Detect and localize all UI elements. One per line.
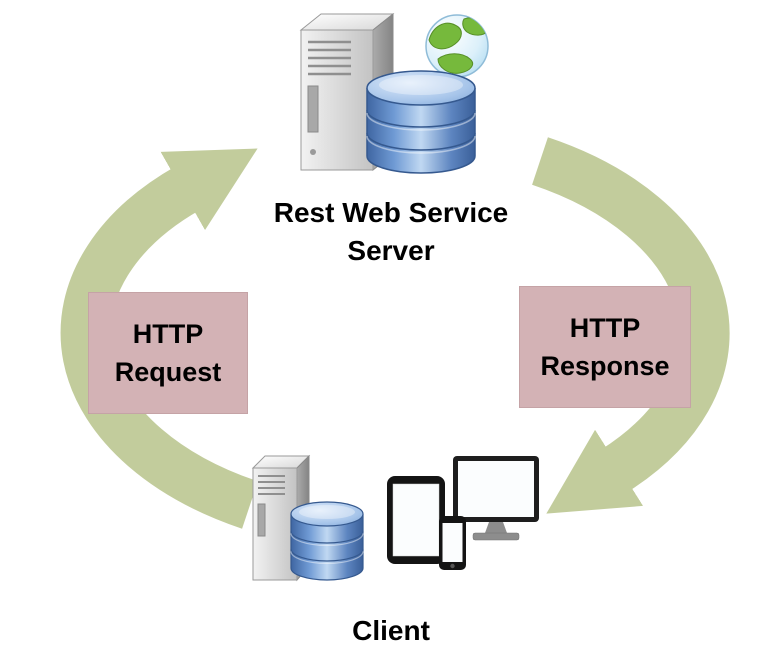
request-arrow-icon [60, 148, 258, 529]
client-server-vents-icon [258, 475, 285, 495]
server-label: Rest Web Service Server [0, 194, 782, 270]
server-icon [299, 12, 489, 174]
http-request-line1: HTTP [132, 319, 204, 349]
monitor-icon [453, 456, 539, 541]
http-response-line1: HTTP [569, 313, 641, 343]
globe-icon [425, 14, 489, 78]
http-response-box: HTTP Response [519, 286, 691, 408]
http-request-line2: Request [114, 357, 222, 387]
client-icon [251, 454, 539, 582]
client-label: Client [352, 615, 430, 646]
phone-icon [439, 516, 466, 570]
client-server-drive-bay-icon [257, 503, 266, 537]
response-arrow-icon [532, 137, 730, 514]
server-power-button-icon [310, 149, 316, 155]
client-database-icon [290, 501, 364, 581]
server-label-line2: Server [347, 235, 435, 266]
server-vents-icon [308, 40, 351, 76]
http-response-line2: Response [540, 351, 670, 381]
tablet-icon [387, 476, 445, 564]
http-request-box: HTTP Request [88, 292, 248, 414]
server-drive-bay-icon [307, 85, 319, 133]
database-icon [366, 70, 476, 174]
server-label-line1: Rest Web Service [273, 197, 509, 228]
